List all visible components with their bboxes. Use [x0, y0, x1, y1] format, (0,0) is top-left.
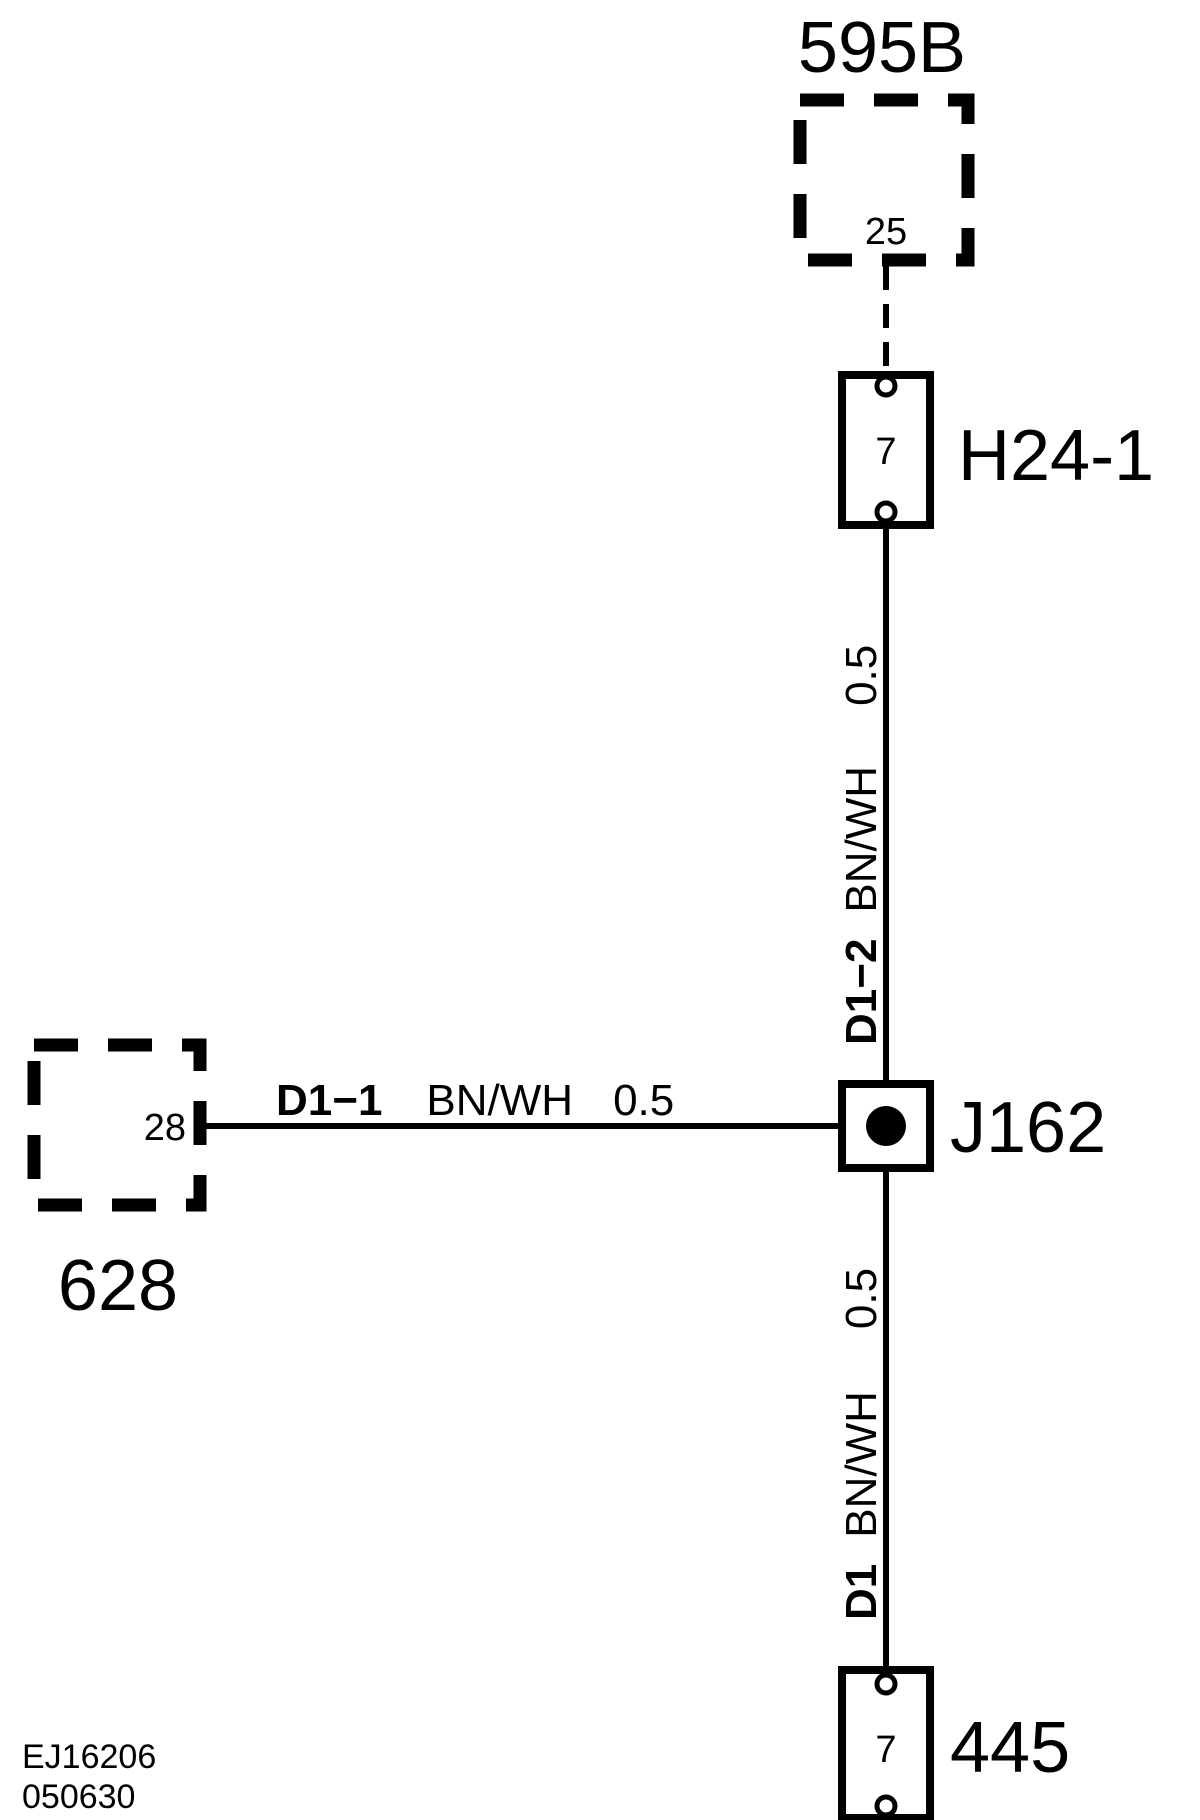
connector-595b[interactable]: 595B 25 — [793, 8, 975, 267]
connector-445[interactable]: 7 445 — [838, 1666, 1070, 1820]
connector-445-outline — [838, 1666, 934, 1820]
connector-628[interactable]: 28 628 — [27, 1038, 207, 1326]
wire-upper-id: D1−2 — [837, 939, 886, 1045]
wire-lower-gauge: 0.5 — [837, 1268, 886, 1329]
wire-horizontal-id: D1−1 — [276, 1076, 382, 1125]
connector-h24-1-terminal-bottom — [874, 500, 898, 524]
splice-j162-label: J162 — [950, 1088, 1106, 1168]
connector-595b-outline — [793, 93, 975, 267]
connector-h24-1-label: H24-1 — [958, 416, 1154, 496]
wire-horizontal-color: BN/WH — [426, 1076, 573, 1125]
connector-595b-pin: 25 — [865, 211, 907, 253]
connector-445-terminal-bottom — [874, 1794, 898, 1818]
wire-upper-labels: D1−2 BN/WH 0.5 — [837, 645, 886, 1045]
wire-lower-id: D1 — [837, 1564, 886, 1620]
date-code: 050630 — [22, 1778, 135, 1816]
connector-595b-label: 595B — [798, 8, 966, 88]
drawing-code: EJ16206 — [22, 1738, 156, 1776]
connector-h24-1-terminal-top — [874, 374, 898, 398]
connector-h24-1[interactable]: 7 H24-1 — [838, 371, 1154, 529]
wire-upper-gauge: 0.5 — [837, 645, 886, 706]
connector-h24-1-pin: 7 — [875, 431, 896, 473]
wire-horizontal-labels: D1−1 BN/WH 0.5 — [276, 1076, 674, 1125]
connector-445-pin: 7 — [875, 1729, 896, 1771]
connector-628-label: 628 — [58, 1246, 178, 1326]
wire-lower-labels: D1 BN/WH 0.5 — [837, 1268, 886, 1620]
wire-lower-color: BN/WH — [837, 1391, 886, 1538]
connector-445-terminal-top — [874, 1672, 898, 1696]
connector-445-label: 445 — [950, 1708, 1070, 1788]
connector-628-pin: 28 — [144, 1107, 186, 1149]
wire-horizontal-gauge: 0.5 — [613, 1076, 674, 1125]
wire-upper-color: BN/WH — [837, 766, 886, 913]
splice-j162[interactable]: J162 — [838, 1080, 1106, 1172]
splice-j162-node — [866, 1106, 906, 1146]
